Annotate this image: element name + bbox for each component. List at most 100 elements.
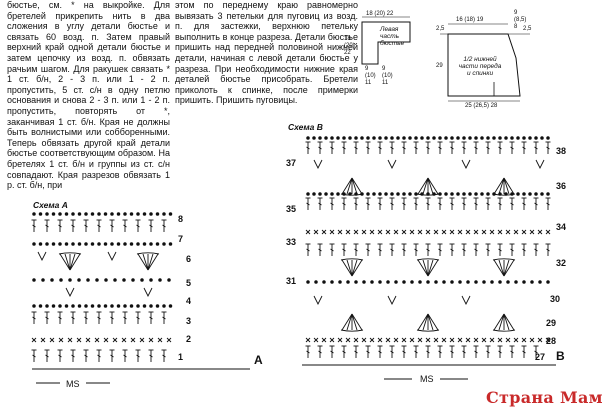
stitch-symbol [318,248,322,252]
chain-symbol [426,192,430,196]
sc-symbol [481,229,487,235]
chain-symbol [342,136,346,140]
chain-symbol [149,304,153,308]
stitch-symbol [462,248,466,252]
v-symbol [387,295,397,306]
chain-symbol [342,192,346,196]
chain-symbol [408,136,412,140]
stitch-symbol [474,146,478,150]
shell-symbol [341,313,353,331]
scheme-a-row-5: 5 [186,278,192,288]
stitch-symbol [474,202,478,206]
scheme-b-row-36: 36 [556,181,567,191]
chain-symbol [77,242,82,246]
stitch-symbol [402,202,406,206]
chain-symbol [528,192,532,196]
instructions-column-2: этом по переднему краю равномерно вывяза… [175,0,358,106]
sc-symbol [130,337,136,343]
chain-symbol [410,280,414,284]
chain-symbol [418,280,422,284]
chain-symbol [450,192,454,196]
chain-symbol [90,304,95,308]
sc-symbol [103,337,109,343]
stitch-symbol [330,248,334,252]
chain-symbol [162,212,166,216]
stitch-symbol [123,224,127,228]
sc-symbol [393,337,399,343]
chain-symbol [506,280,510,284]
chain-symbol [490,280,494,284]
scheme-b-row-34: 34 [556,222,567,232]
chain-symbol [534,192,538,196]
chain-symbol [546,280,550,284]
chain-symbol [510,192,514,196]
sc-symbol [489,229,495,235]
v-symbol [143,287,153,298]
chain-symbol [468,136,472,140]
stitch-symbol [498,248,502,252]
chain-symbol [498,192,502,196]
chain-symbol [438,136,442,140]
shell-symbol [427,313,439,331]
chain-symbol [426,136,430,140]
chain-symbol [71,212,75,216]
stitch-symbol [522,202,526,206]
chain-symbol [84,242,88,246]
sc-symbol [433,337,439,343]
sc-symbol [417,337,423,343]
chain-symbol [129,304,134,308]
chain-symbol [318,136,322,140]
chain-symbol [129,212,134,216]
scheme-b-row-38: 38 [556,146,567,156]
chain-symbol [103,304,108,308]
chain-symbol [366,136,370,140]
chain-symbol [462,192,466,196]
sc-symbol [139,337,145,343]
stitch-symbol [426,202,430,206]
shell-symbol [346,313,353,331]
chain-symbol [64,242,69,246]
chain-symbol [131,278,135,282]
chain-symbol [158,278,162,282]
chain-symbol [113,278,117,282]
stitch-symbol [136,354,140,358]
stitch-symbol [123,316,127,320]
sc-symbol [112,337,118,343]
chain-symbol [330,136,334,140]
left-part-top-dims: 18 (20) 22 [366,11,394,17]
sc-symbol [521,337,527,343]
sc-symbol [345,229,351,235]
stitch-symbol [534,202,538,206]
stitch-symbol [123,354,127,358]
stitch-symbol [149,224,153,228]
watermark-logo: Страна Мам [486,388,603,407]
chain-symbol [64,304,69,308]
sc-symbol [157,337,163,343]
chain-symbol [324,192,328,196]
shell-symbol [427,177,434,195]
chain-symbol [77,278,81,282]
chain-symbol [474,136,478,140]
chain-symbol [360,192,364,196]
chain-symbol [504,136,508,140]
chain-symbol [498,136,502,140]
shell-symbol [136,252,160,255]
chain-symbol [414,192,418,196]
stitch-symbol [402,350,406,354]
stitch-symbol [498,202,502,206]
chain-symbol [516,192,520,196]
sc-symbol [521,229,527,235]
chain-symbol [480,136,484,140]
stitch-symbol [71,224,75,228]
stitch-symbol [306,146,310,150]
stitch-symbol [414,248,418,252]
chain-symbol [77,212,82,216]
sc-symbol [40,337,46,343]
chain-symbol [38,242,43,246]
shell-symbol [59,253,71,271]
chain-symbol [330,192,334,196]
sc-symbol [449,337,455,343]
stitch-symbol [32,316,36,320]
sc-symbol [329,337,335,343]
stitch-symbol [426,350,430,354]
